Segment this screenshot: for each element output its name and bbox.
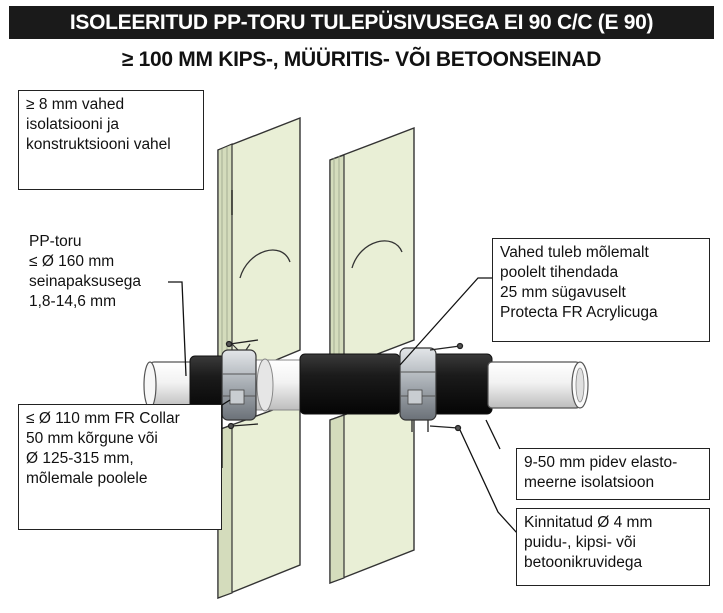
leader-sealing <box>399 277 492 366</box>
callout-insulation: 9-50 mm pidev elasto- meerne isolatsioon <box>516 448 710 500</box>
leader-insulation <box>485 419 501 450</box>
gap-line-2: isolatsiooni ja <box>26 116 120 133</box>
fire-collar-right <box>399 347 437 432</box>
pipe-line-3: seinapaksusega <box>29 273 142 290</box>
wall-lower <box>217 389 415 600</box>
gap-line-3: konstruktsiooni vahel <box>26 136 171 153</box>
page-title: ISOLEERITUD PP-TORU TULEPÜSIVUSEGA EI 90… <box>69 11 654 34</box>
pipe-line-1: PP-toru <box>29 233 82 250</box>
insulation-line-2: meerne isolatsioon <box>524 474 655 491</box>
collar-line-3: Ø 125-315 mm, <box>26 450 134 467</box>
collar-line-4: mõlemale poolele <box>26 470 148 487</box>
insulation-middle <box>299 353 401 415</box>
screws-line-1: Kinnitatud Ø 4 mm <box>524 514 653 531</box>
callout-collar: ≤ Ø 110 mm FR Collar 50 mm kõrgune või Ø… <box>18 404 222 530</box>
leader-screws <box>459 429 518 534</box>
page-subtitle: ≥ 100 MM KIPS-, MÜÜRITIS- VÕI BETOONSEIN… <box>121 48 602 71</box>
collar-line-2: 50 mm kõrgune või <box>26 430 158 447</box>
sealing-line-2: poolelt tihendada <box>500 264 619 281</box>
insulation-line-1: 9-50 mm pidev elasto- <box>524 454 678 471</box>
pipe-line-4: 1,8-14,6 mm <box>29 293 117 310</box>
title-bar: ISOLEERITUD PP-TORU TULEPÜSIVUSEGA EI 90… <box>9 6 714 39</box>
sealing-line-4: Protecta FR Acrylicuga <box>500 304 658 321</box>
screws-line-2: puidu-, kipsi- või <box>524 534 636 551</box>
callout-pipe: PP-toru ≤ Ø 160 mm seinapaksusega 1,8-14… <box>29 232 141 312</box>
sealing-line-3: 25 mm sügavuselt <box>500 284 626 301</box>
pipe-line-2: ≤ Ø 160 mm <box>29 253 115 270</box>
leader-lines <box>168 190 518 534</box>
screws-line-3: betoonikruvidega <box>524 554 643 571</box>
fire-collar-left <box>221 343 257 421</box>
leader-collar <box>221 399 231 468</box>
callout-screws: Kinnitatud Ø 4 mm puidu-, kipsi- või bet… <box>516 508 710 586</box>
callout-sealing: Vahed tuleb mõlemalt poolelt tihendada 2… <box>492 238 710 342</box>
screws <box>225 339 464 432</box>
gap-line-1: ≥ 8 mm vahed <box>26 96 125 113</box>
wall-upper <box>217 116 415 386</box>
leader-pipe <box>168 281 187 377</box>
sealing-line-1: Vahed tuleb mõlemalt <box>500 244 649 261</box>
collar-line-1: ≤ Ø 110 mm FR Collar <box>26 410 180 427</box>
callout-gap: ≥ 8 mm vahed isolatsiooni ja konstruktsi… <box>18 90 204 190</box>
